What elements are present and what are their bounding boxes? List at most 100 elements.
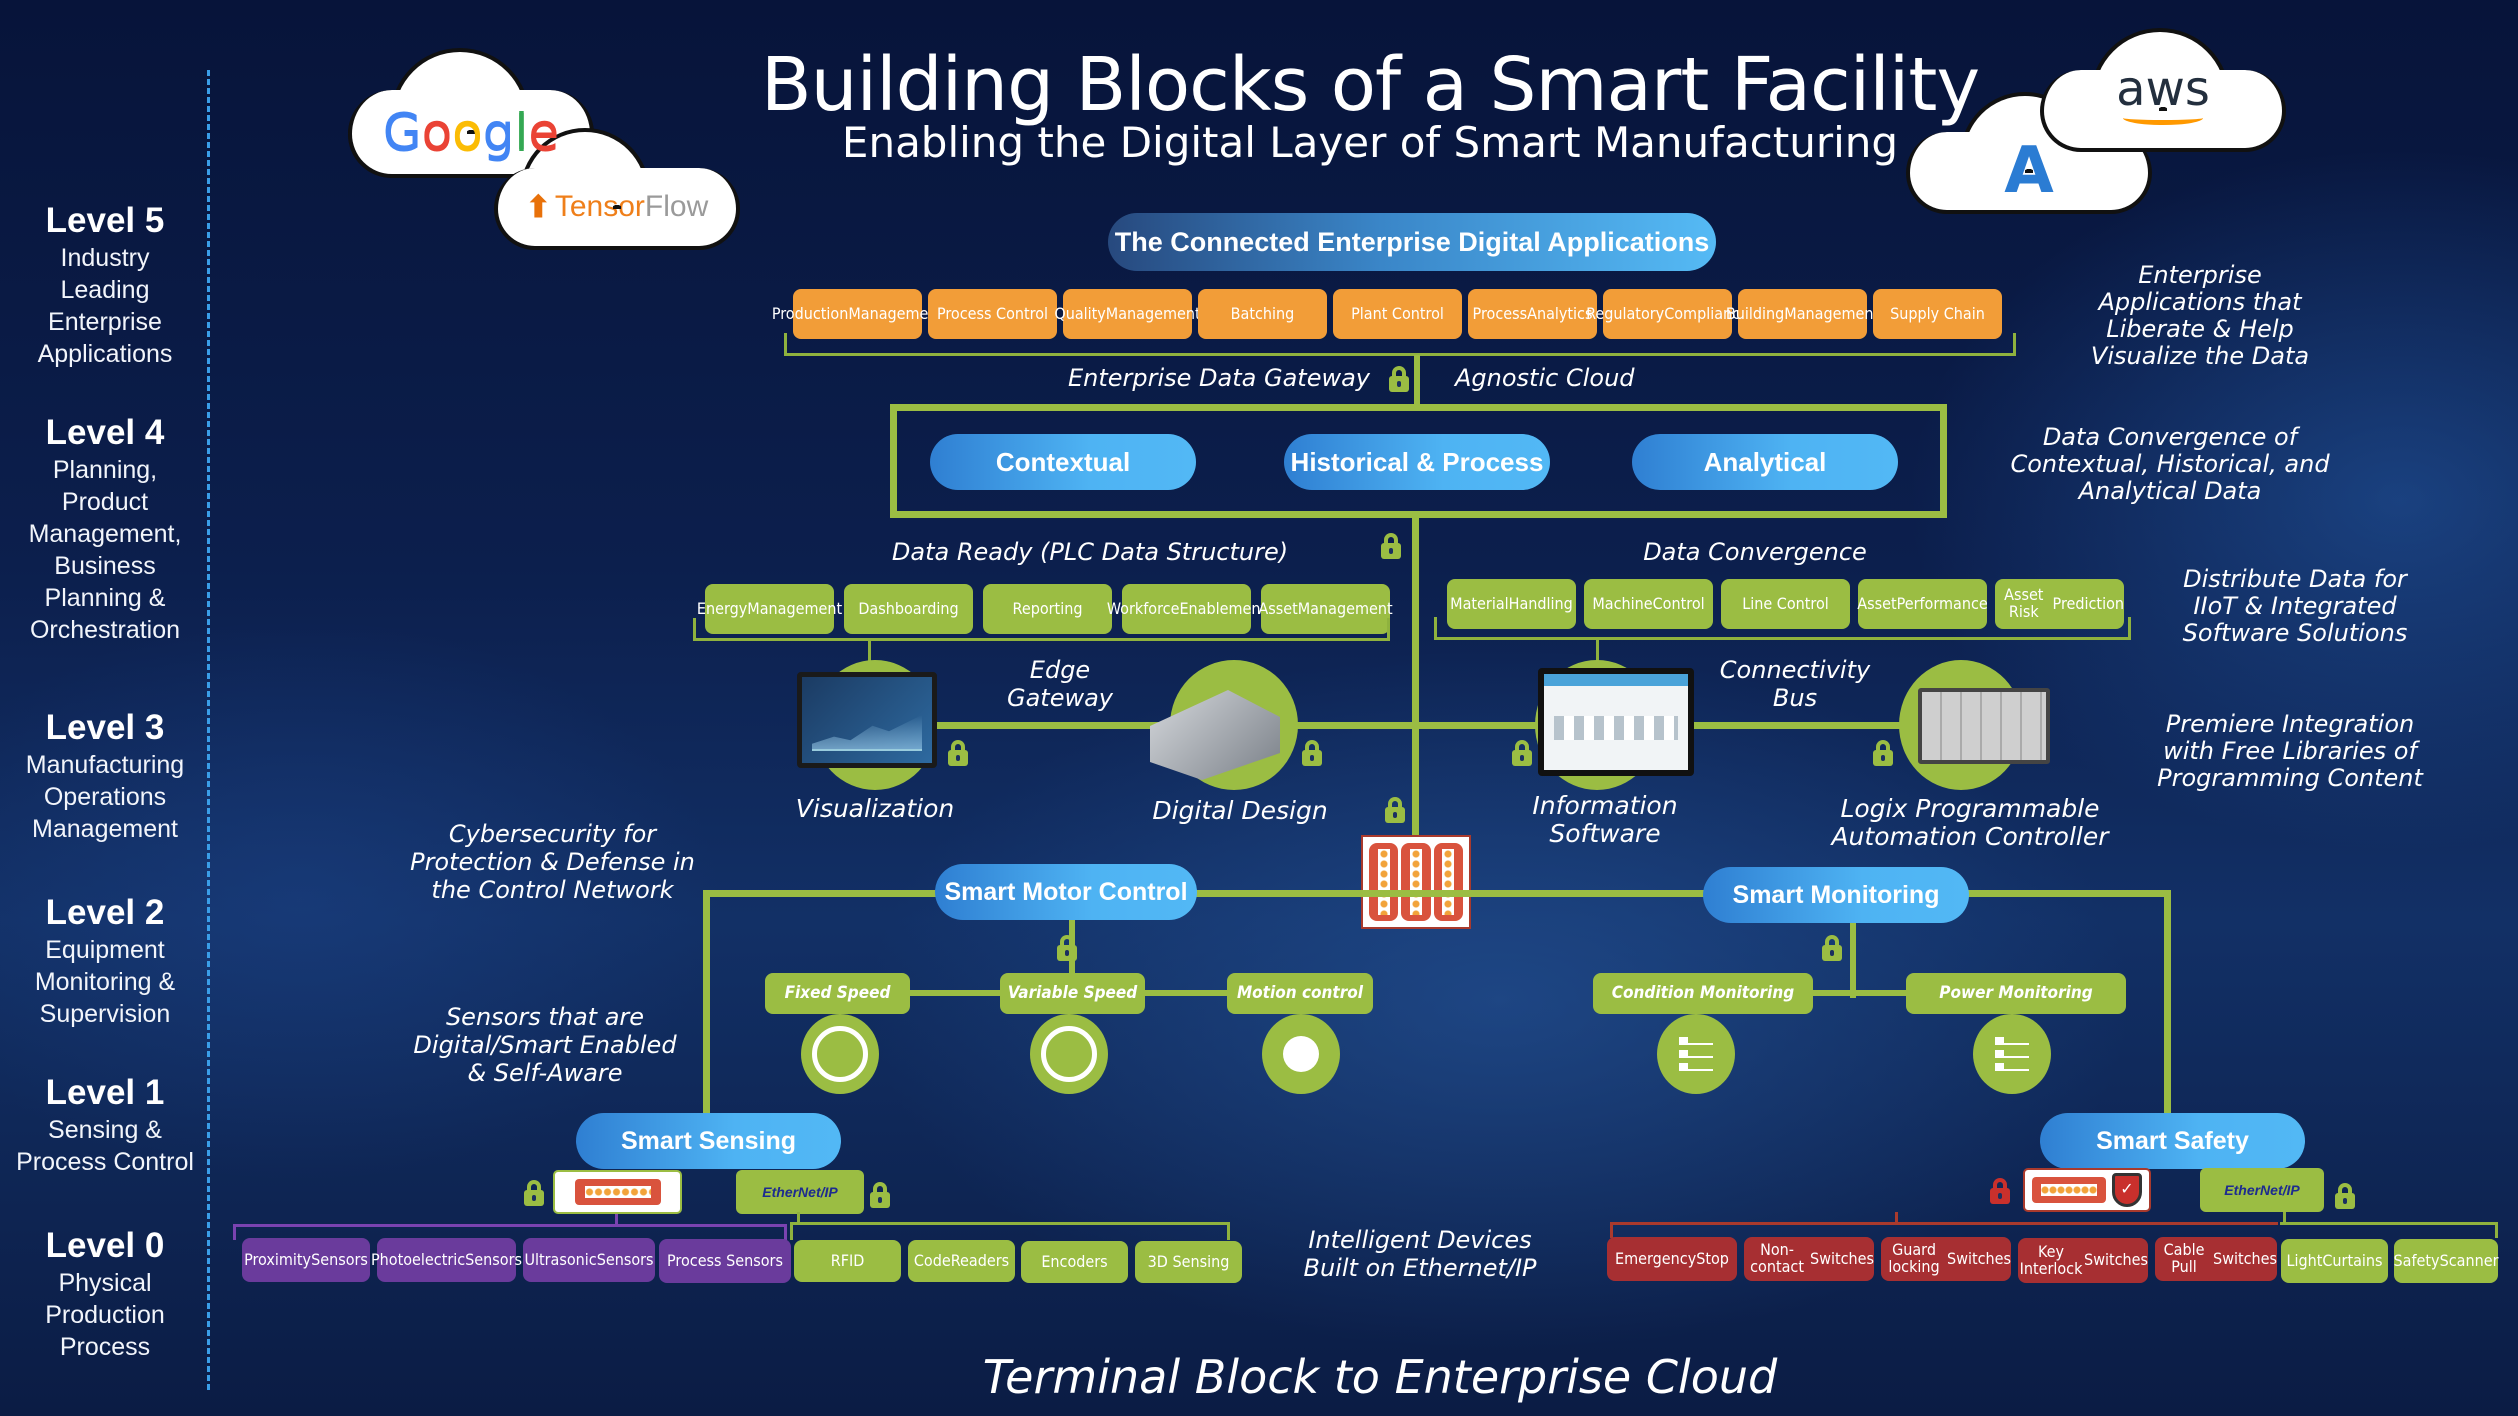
variable-speed-tile[interactable]: Variable Speed <box>1000 973 1145 1014</box>
label-line: Digital/Smart Enabled <box>413 1031 677 1059</box>
tile-line: Process <box>1472 303 1528 323</box>
tile-line: Process Control <box>936 303 1049 323</box>
sensor-tile[interactable]: RFID <box>794 1240 901 1282</box>
data-layer-box <box>890 404 1947 518</box>
power-monitoring-tile[interactable]: Power Monitoring <box>1906 973 2126 1014</box>
motion-control-tile[interactable]: Motion control <box>1227 973 1373 1014</box>
level-desc: Management <box>32 815 178 843</box>
software-tile[interactable]: Line Control <box>1721 579 1850 629</box>
level-desc: Sensing & <box>48 1116 162 1144</box>
sensor-tile[interactable]: Process Sensors <box>659 1239 791 1283</box>
tile-line: Enablement <box>1179 598 1267 618</box>
tile-line: Plant Control <box>1351 303 1444 323</box>
gateway-wire <box>1414 355 1420 411</box>
tile-line: Dashboarding <box>858 598 959 618</box>
tile-line: Non-contact <box>1750 1240 1804 1276</box>
level-desc: Production <box>45 1301 165 1329</box>
tile-line: Regulatory <box>1586 303 1665 323</box>
tile-line: Prediction <box>2052 593 2124 613</box>
tile-line: Energy <box>696 598 748 618</box>
tile-line: Supply Chain <box>1890 303 1985 323</box>
bracket-stem <box>615 1214 618 1226</box>
tile-line: Sensors <box>465 1249 522 1269</box>
plc-chassis-icon <box>1918 688 2050 764</box>
tile-line: Quality <box>1054 303 1106 323</box>
app-tile[interactable]: Process Control <box>928 289 1057 339</box>
smart-monitoring-pill[interactable]: Smart Monitoring <box>1703 867 1969 923</box>
tile-line: Sensors <box>311 1249 368 1269</box>
sensor-tile[interactable]: Encoders <box>1021 1241 1128 1283</box>
tile-line: Safety <box>2393 1250 2440 1270</box>
lock-icon <box>524 1180 544 1206</box>
app-bracket <box>784 353 2016 356</box>
smart-safety-pill[interactable]: Smart Safety <box>2040 1113 2305 1169</box>
label-line: the Control Network <box>431 876 674 904</box>
analytical-pill[interactable]: Analytical <box>1632 434 1898 490</box>
app-tile[interactable]: Batching <box>1198 289 1327 339</box>
tile-line: Stop <box>1696 1248 1729 1268</box>
footer-tagline: Terminal Block to Enterprise Cloud <box>982 1350 1778 1404</box>
aws-smile-icon <box>2123 111 2203 125</box>
tile-line: Material <box>1450 593 1509 613</box>
tile-line: Asset <box>1258 598 1298 618</box>
historical-process-pill[interactable]: Historical & Process <box>1284 434 1550 490</box>
software-tile[interactable]: Reporting <box>983 584 1112 634</box>
viz-connector <box>868 640 871 670</box>
app-tile[interactable]: Supply Chain <box>1873 289 2002 339</box>
lock-icon <box>1381 533 1401 559</box>
sensor-tile[interactable]: 3D Sensing <box>1135 1241 1242 1283</box>
level-divider-dashed-line <box>207 70 210 1390</box>
tile-line: Asset <box>1857 593 1897 613</box>
tile-line: Scanner <box>2439 1250 2499 1270</box>
lock-icon <box>1302 740 1322 766</box>
level-desc: Planning & <box>44 584 166 612</box>
agnostic-cloud-label: Agnostic Cloud <box>1455 364 1635 392</box>
contextual-pill[interactable]: Contextual <box>930 434 1196 490</box>
app-tile[interactable]: Plant Control <box>1333 289 1462 339</box>
purple-bracket <box>233 1224 787 1227</box>
tile-line: Compliance <box>1664 303 1749 323</box>
label-line: Bus <box>1772 684 1818 712</box>
smart-sensing-pill[interactable]: Smart Sensing <box>576 1113 841 1169</box>
software-tile[interactable]: Dashboarding <box>844 584 973 634</box>
firewall-icon <box>1361 835 1471 929</box>
label-line: Software Solutions <box>2182 619 2408 647</box>
bracket-edge <box>2128 617 2131 639</box>
smart-motor-control-pill[interactable]: Smart Motor Control <box>935 864 1197 920</box>
condition-monitoring-tile[interactable]: Condition Monitoring <box>1593 973 1813 1014</box>
fixed-speed-tile[interactable]: Fixed Speed <box>765 973 910 1014</box>
tile-line: Handling <box>1508 593 1573 613</box>
level-desc: Industry <box>60 244 150 272</box>
tile-line: Cable Pull <box>2163 1240 2205 1276</box>
level2-bus-wire <box>703 890 2171 897</box>
enterprise-banner[interactable]: The Connected Enterprise Digital Applica… <box>1108 213 1716 271</box>
tile-line: Management <box>1105 303 1201 323</box>
